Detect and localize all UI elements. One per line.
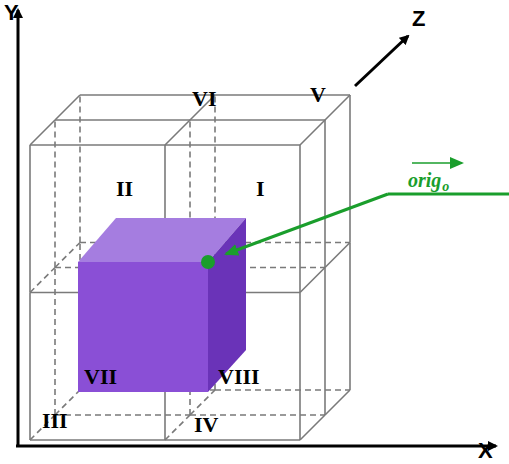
grid-line [54, 268, 56, 416]
vector-subscript: o [442, 180, 449, 194]
grid-line [29, 293, 31, 441]
leader-line [226, 194, 388, 254]
grid-line [324, 268, 326, 416]
octant-number: II [116, 178, 133, 200]
vector-label: orig [408, 170, 441, 190]
grid-line [30, 144, 165, 146]
grid-line [165, 439, 300, 441]
grid-line [215, 94, 350, 96]
grid-line [55, 95, 80, 120]
grid-line [299, 145, 301, 293]
grid-line [30, 439, 165, 441]
grid-line [54, 120, 56, 268]
grid-line [165, 120, 190, 145]
octant-number: I [256, 178, 265, 200]
grid-line [55, 414, 190, 416]
grid-line [325, 95, 350, 120]
grid-line [300, 120, 325, 145]
grid-line [30, 120, 55, 145]
octant-number: VI [192, 88, 216, 110]
octant-number: V [310, 84, 326, 106]
octant-number: III [42, 410, 68, 432]
grid-line [325, 390, 350, 415]
grid-line [30, 268, 55, 293]
x-axis [16, 445, 496, 448]
octant-number: VII [84, 366, 117, 388]
grid-line [55, 119, 190, 121]
grid-line [55, 243, 80, 268]
grid-line [325, 243, 350, 268]
grid-line [190, 390, 215, 415]
axis-label: Z [412, 8, 425, 30]
grid-line [324, 120, 326, 268]
grid-line [299, 293, 301, 441]
grid-line [165, 144, 300, 146]
grid-line [349, 95, 351, 243]
grid-line [349, 243, 351, 391]
grid-line [79, 95, 81, 243]
grid-line [300, 268, 325, 293]
y-axis [17, 10, 20, 446]
grid-line [190, 119, 325, 121]
octant-number: IV [194, 414, 218, 436]
octant-grid [30, 95, 350, 440]
grid-line [165, 415, 190, 440]
grid-line [215, 389, 350, 391]
grid-line [300, 415, 325, 440]
vector-arrow [412, 162, 462, 164]
z-axis [355, 36, 408, 86]
grid-line [29, 145, 31, 293]
axis-label: Y [4, 2, 19, 24]
octant-number: VIII [218, 366, 260, 388]
origin-dot [201, 255, 215, 269]
axis-label: X [478, 440, 493, 462]
